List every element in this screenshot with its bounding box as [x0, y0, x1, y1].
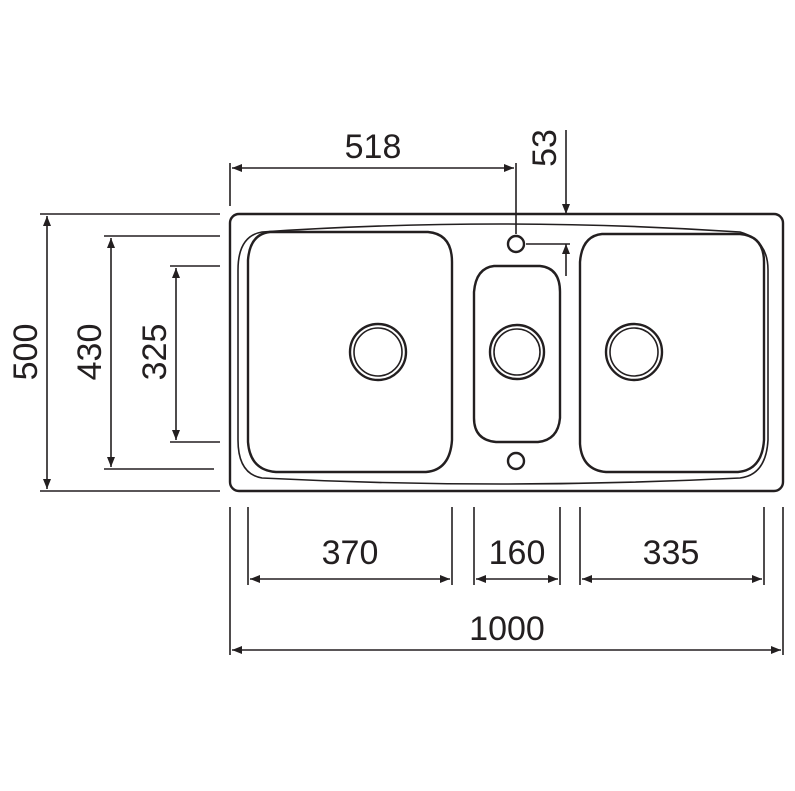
bottom-extension-lines — [229, 507, 784, 655]
dim-tap-offset: 53 — [526, 129, 570, 276]
center-drain-inner — [493, 328, 541, 376]
dim-left-bowl-width-label: 370 — [322, 534, 379, 572]
center-bowl-shape — [472, 264, 562, 444]
right-bowl-shape — [578, 232, 766, 474]
right-drain-inner — [609, 327, 659, 377]
dim-top-width: 518 — [229, 128, 517, 234]
tap-hole-bottom — [506, 451, 526, 471]
right-drain-outer — [604, 322, 664, 382]
dim-top-width-label: 518 — [345, 128, 402, 166]
dim-bowl-depth-label: 430 — [71, 324, 109, 381]
dim-overall-depth-label: 500 — [7, 324, 45, 381]
dim-left-bowl-width: 370 — [250, 534, 450, 583]
center-drain-outer — [488, 323, 546, 381]
sink-rim — [228, 212, 785, 493]
dim-overall-width-label: 1000 — [469, 610, 545, 648]
dim-center-bowl-width-label: 160 — [489, 534, 546, 572]
right-bowl — [578, 232, 766, 474]
dim-right-bowl-width-label: 335 — [643, 534, 700, 572]
left-bowl-shape — [246, 230, 454, 474]
tap-hole-top — [506, 234, 526, 254]
center-bowl — [472, 264, 562, 444]
dim-right-bowl-width: 335 — [582, 534, 762, 583]
dim-overall-depth: 500 — [7, 213, 220, 492]
sink-outline — [228, 212, 785, 493]
left-bowl — [246, 230, 454, 474]
dim-overall-width: 1000 — [232, 610, 781, 654]
dim-small-bowl-depth: 325 — [136, 265, 220, 443]
left-drain-inner — [353, 327, 403, 377]
dim-center-bowl-width: 160 — [476, 534, 558, 583]
sink-inner-deck — [237, 223, 769, 485]
left-drain-outer — [348, 322, 408, 382]
dim-small-bowl-depth-label: 325 — [136, 324, 174, 381]
dim-bowl-depth: 430 — [71, 235, 220, 470]
dim-tap-offset-label: 53 — [526, 129, 564, 167]
